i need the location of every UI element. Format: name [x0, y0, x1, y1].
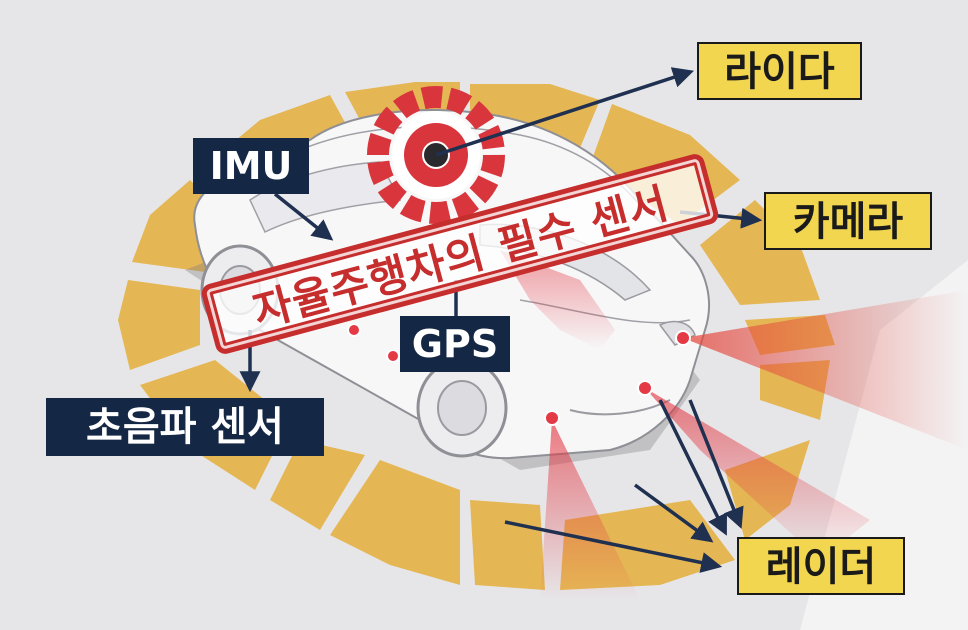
coverage-segment	[118, 280, 200, 370]
radar-label: 레이더	[737, 537, 905, 595]
ultrasonic-sensor-dot	[386, 349, 400, 363]
radar-arrow-2	[658, 399, 727, 536]
car-roof-line	[299, 125, 641, 206]
radar-arrow-3	[633, 483, 714, 543]
lidar-ring-outer	[367, 86, 505, 224]
radar-beam-front-right	[683, 290, 968, 450]
coverage-segment	[270, 440, 365, 530]
camera-label: 카메라	[764, 192, 932, 250]
imu-label: IMU	[193, 138, 309, 194]
radar-arrow-1	[688, 399, 744, 529]
radar-arrow-4	[504, 520, 723, 573]
car-front-wheel-hub	[437, 380, 487, 436]
gps-label: GPS	[400, 316, 510, 372]
lidar-arrow	[435, 67, 694, 157]
coverage-segment	[330, 460, 460, 585]
radar-beam-front-left	[540, 420, 640, 600]
radar-sensor-dot	[544, 410, 560, 426]
ultrasonic-sensor-dot	[347, 323, 361, 337]
leader-arrows	[239, 67, 763, 573]
camera-beam	[500, 250, 615, 350]
ultrasonic-sensor-label: 초음파 센서	[46, 398, 324, 456]
coverage-segment	[700, 200, 820, 305]
coverage-segment	[470, 500, 545, 590]
imu-arrow	[273, 192, 334, 241]
radar-sensor-dot	[637, 380, 653, 396]
sensor-points	[347, 323, 691, 426]
lidar-label: 라이다	[697, 42, 862, 100]
radar-sensor-dot	[675, 330, 691, 346]
